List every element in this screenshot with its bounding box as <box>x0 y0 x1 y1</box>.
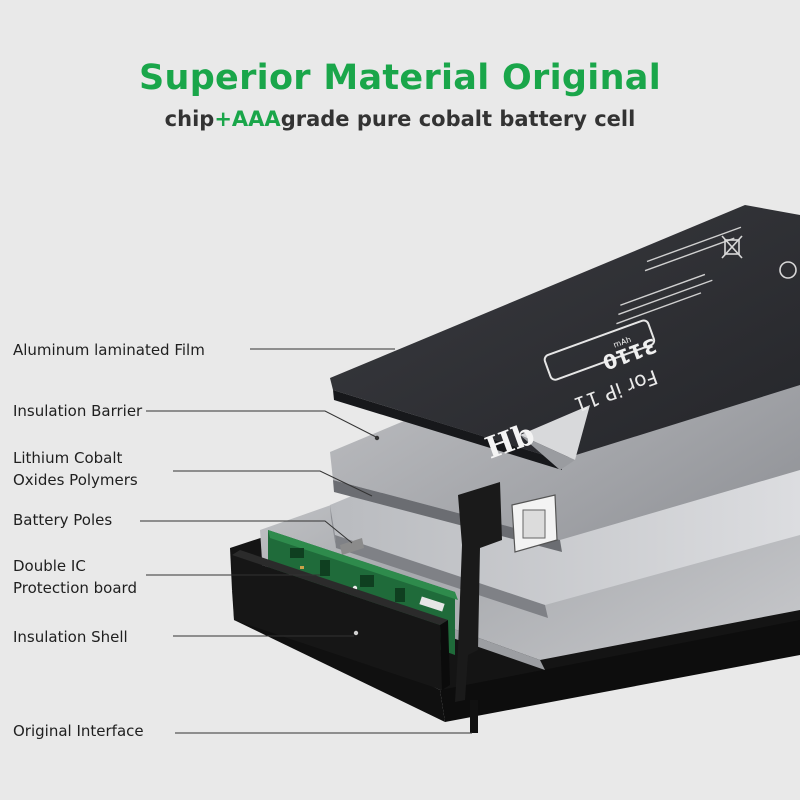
subtitle-prefix: chip <box>164 107 215 131</box>
label-aluminum-film: Aluminum laminated Film <box>13 341 205 359</box>
subtitle-accent: AAA <box>231 107 281 131</box>
subtitle-plus: + <box>214 107 232 131</box>
leader-battery-poles <box>140 520 353 544</box>
leader-insulation-barrier <box>146 410 379 439</box>
label-insulation-shell: Insulation Shell <box>13 628 128 646</box>
label-battery-poles: Battery Poles <box>13 511 113 529</box>
label-insulation-barrier: Insulation Barrier <box>13 402 143 420</box>
insulation-shell-front <box>232 550 450 690</box>
capacity-badge <box>543 319 656 381</box>
leader-lithium <box>173 470 373 497</box>
film-fine-print <box>616 226 742 325</box>
aluminum-film-layer <box>330 205 800 470</box>
page-title: Superior Material Original <box>138 58 662 98</box>
label-double-ic: Double IC Protection board <box>13 555 137 599</box>
page-subtitle: chip+AAAgrade pure cobalt battery cell <box>0 107 800 131</box>
label-original-interface: Original Interface <box>13 722 144 740</box>
label-double-ic-line1: Double IC <box>13 557 86 575</box>
label-lithium-cobalt: Lithium Cobalt Oxides Polymers <box>13 447 138 491</box>
label-double-ic-line2: Protection board <box>13 579 137 597</box>
original-interface-cable <box>455 482 502 733</box>
battery-pole-tab <box>340 494 558 555</box>
recycle-bin-icon <box>721 235 743 259</box>
peeled-corner <box>520 405 590 460</box>
label-lithium-line1: Lithium Cobalt <box>13 449 123 467</box>
recycle-symbol-icon <box>779 261 797 279</box>
subtitle-suffix: grade pure cobalt battery cell <box>280 107 636 131</box>
label-lithium-line2: Oxides Polymers <box>13 471 138 489</box>
leader-lines <box>140 348 472 734</box>
